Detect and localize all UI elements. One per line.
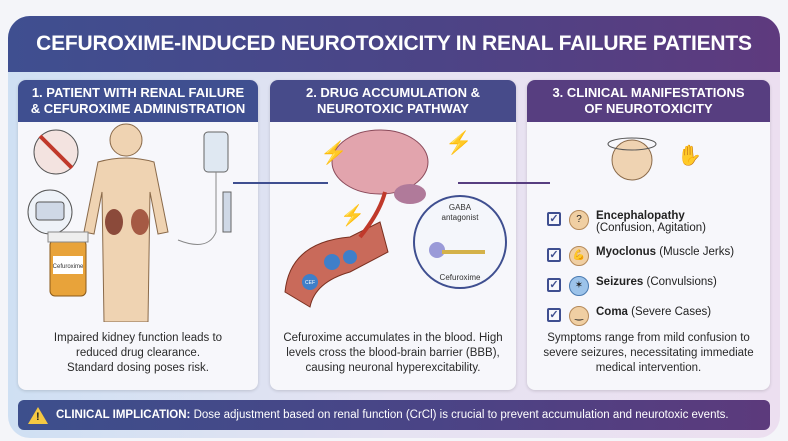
symptom-name: Encephalopathy <box>596 210 685 222</box>
heading-line: 2. DRUG ACCUMULATION & <box>305 85 481 100</box>
caption-line: levels cross the blood-brain barrier (BB… <box>286 347 500 359</box>
flexed-arm-icon: 💪 <box>569 246 589 266</box>
upward-arrow-icon <box>358 191 387 239</box>
page-title: CEFUROXIME-INDUCED NEUROTOXICITY IN RENA… <box>36 32 752 55</box>
symptom-detail: (Confusion, Agitation) <box>596 222 706 234</box>
neuron-icon <box>429 242 445 258</box>
banner-label: CLINICAL IMPLICATION: <box>56 409 191 421</box>
flow-arrow-icon <box>458 182 550 184</box>
clinical-implication-banner: ! CLINICAL IMPLICATION: Dose adjustment … <box>18 400 770 430</box>
checkbox-icon: ✓ <box>547 212 561 226</box>
caption-line: severe seizures, necessitating immediate <box>543 347 754 359</box>
symptom-detail: (Severe Cases) <box>631 306 712 318</box>
checkbox-icon: ✓ <box>547 308 561 322</box>
caption-line: medical intervention. <box>595 362 702 374</box>
neuron-inset <box>413 195 507 289</box>
damaged-kidney-icon <box>131 209 149 235</box>
symptom-detail: (Muscle Jerks) <box>659 246 735 258</box>
checkbox-icon: ✓ <box>547 248 561 262</box>
heading-line: NEUROTOXIC PATHWAY <box>317 101 469 116</box>
heading-line: & CEFUROXIME ADMINISTRATION <box>30 101 246 116</box>
symptom-name: Seizures <box>596 276 644 288</box>
symptom-name: Coma <box>596 306 628 318</box>
flow-arrow-icon <box>233 182 328 184</box>
heading-line: 1. PATIENT WITH RENAL FAILURE <box>31 85 245 100</box>
lightning-icon: ⚡ <box>320 140 347 166</box>
dizzy-head-icon <box>607 137 657 181</box>
lightning-icon: ⚡ <box>445 130 472 156</box>
pathway-illustration: ⚡ ⚡ ⚡ CEF GABA antagonist Cefuroxime <box>284 129 507 308</box>
panel-patient: 1. PATIENT WITH RENAL FAILURE& CEFUROXIM… <box>18 80 258 390</box>
molecule-label: CEF <box>305 280 315 286</box>
caption-line: causing neuronal hyperexcitability. <box>305 362 481 374</box>
title-bar: CEFUROXIME-INDUCED NEUROTOXICITY IN RENA… <box>8 16 780 72</box>
caption-line: Impaired kidney function leads to <box>53 332 223 344</box>
lightning-icon: ⚡ <box>340 203 365 227</box>
heading-line: OF NEUROTOXICITY <box>584 101 713 116</box>
convulsing-figure-icon: ✶ <box>569 276 589 296</box>
panel-caption: Symptoms range from mild confusion to sev… <box>527 331 770 376</box>
infographic-card: CEFUROXIME-INDUCED NEUROTOXICITY IN RENA… <box>8 16 780 438</box>
warning-icon: ! <box>28 406 48 424</box>
patient-body-icon <box>83 123 169 322</box>
symptom-item: ✓? Encephalopathy(Confusion, Agitation) <box>547 210 734 240</box>
symptom-item: ✓ ✶ Seizures (Convulsions) <box>547 276 734 306</box>
panel-caption: Impaired kidney function leads to reduced… <box>18 331 258 376</box>
dizzy-head-illustration: ✋ <box>607 137 702 181</box>
inset-label: GABA <box>449 203 472 212</box>
patient-illustration: Cefuroxime <box>27 123 232 322</box>
inset-label: antagonist <box>442 213 480 222</box>
panel-pathway: 2. DRUG ACCUMULATION &NEUROTOXIC PATHWAY… <box>270 80 516 390</box>
caption-line: reduced drug clearance. <box>75 347 201 359</box>
confused-face-icon: ? <box>569 210 589 230</box>
symptom-list: ✓? Encephalopathy(Confusion, Agitation) ✓… <box>547 210 734 336</box>
raised-hand-icon: ✋ <box>677 143 702 167</box>
medication-bottle-icon: Cefuroxime <box>47 231 89 297</box>
panel-heading: 2. DRUG ACCUMULATION &NEUROTOXIC PATHWAY <box>270 80 516 122</box>
checkbox-icon: ✓ <box>547 278 561 292</box>
panel-heading: 1. PATIENT WITH RENAL FAILURE& CEFUROXIM… <box>18 80 258 122</box>
bottle-label: Cefuroxime <box>53 264 84 270</box>
iv-bag-icon <box>177 131 232 245</box>
symptom-item: ✓ 💪 Myoclonus (Muscle Jerks) <box>547 246 734 276</box>
sleeping-face-icon: ‿ <box>569 306 589 326</box>
kidney-icon <box>105 209 123 235</box>
symptom-name: Myoclonus <box>596 246 657 258</box>
symptom-detail: (Convulsions) <box>646 276 717 288</box>
symptom-item: ✓ ‿ Coma (Severe Cases) <box>547 306 734 336</box>
brain-icon <box>331 129 429 204</box>
inset-label: Cefuroxime <box>440 273 481 282</box>
caption-line: Symptoms range from mild confusion to <box>547 332 750 344</box>
heading-line: 3. CLINICAL MANIFESTATIONS <box>552 85 745 100</box>
panel-caption: Cefuroxime accumulates in the blood. Hig… <box>270 331 516 376</box>
cef-molecule-icon: CEF <box>302 250 357 290</box>
banner-text: Dose adjustment based on renal function … <box>193 409 729 421</box>
caption-line: Cefuroxime accumulates in the blood. Hig… <box>283 332 503 344</box>
caption-line: Standard dosing poses risk. <box>67 362 209 374</box>
